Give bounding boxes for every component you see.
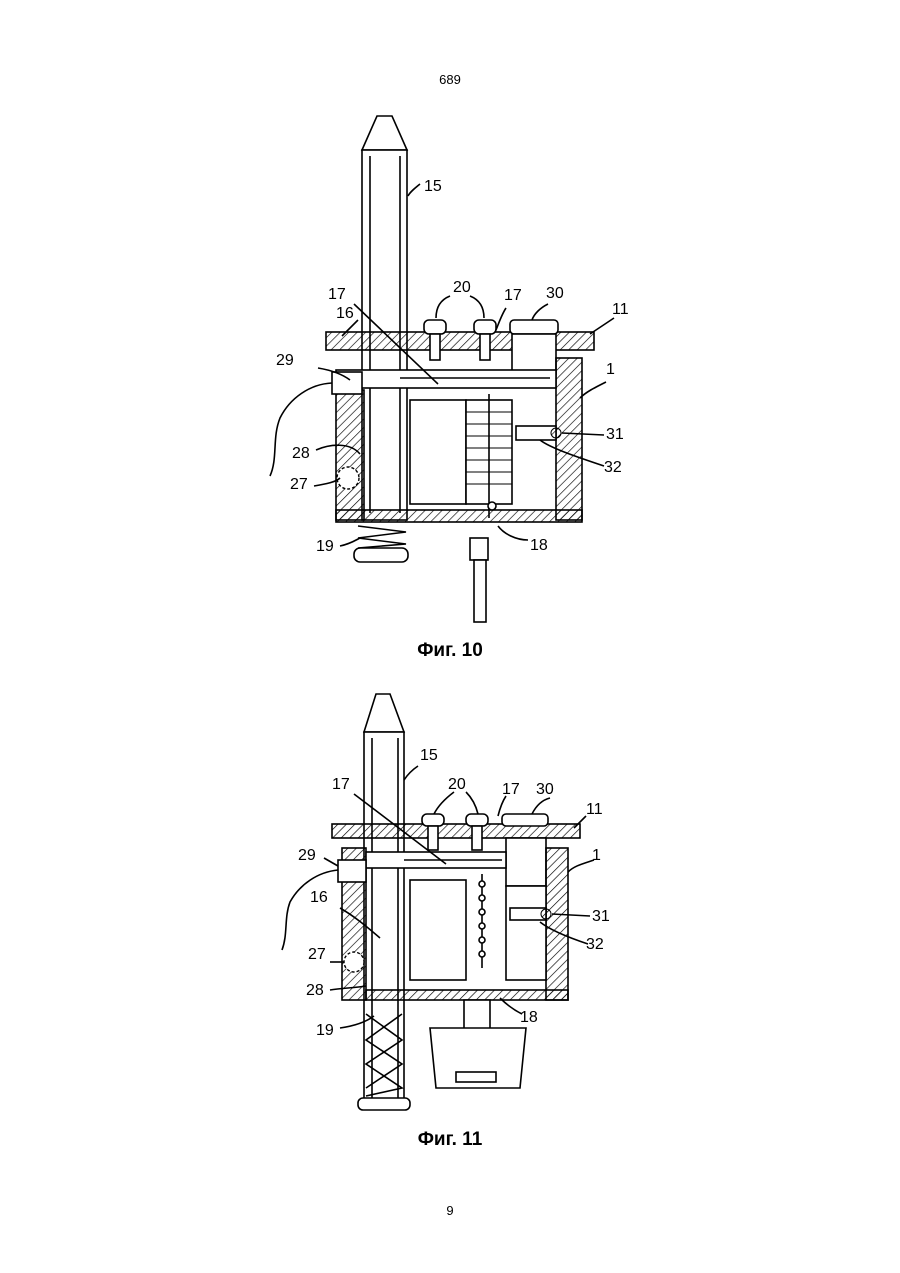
- housing-bottom: [366, 990, 568, 1000]
- button-30: [502, 814, 548, 826]
- side-module: [506, 886, 546, 980]
- battery-compartment: [410, 880, 466, 980]
- label-32: 32: [604, 459, 622, 476]
- figure-11-drawing: 15 20 17 17 30 11 29 1 16 31 32 27 28 19…: [270, 688, 650, 1124]
- rod-tip: [364, 694, 404, 732]
- label-19: 19: [316, 1022, 334, 1039]
- label-11: 11: [586, 801, 603, 818]
- figure-10-caption: Фиг. 10: [0, 640, 900, 662]
- channel-17: [336, 370, 556, 388]
- bolt-20-b-shank: [480, 334, 490, 360]
- page-number-footer: 9: [0, 1203, 900, 1218]
- label-27: 27: [308, 946, 326, 963]
- tool-holder-18: [470, 538, 488, 560]
- page-number-header: 689: [0, 72, 900, 87]
- label-17-left: 17: [332, 776, 350, 793]
- label-18: 18: [530, 537, 548, 554]
- housing-right-wall: [546, 848, 568, 1000]
- label-11: 11: [612, 301, 629, 318]
- bolt-20-a: [424, 320, 446, 334]
- label-20: 20: [453, 279, 471, 296]
- figure-11-caption: Фиг. 11: [0, 1129, 900, 1151]
- label-31: 31: [592, 908, 610, 925]
- figure-10-drawing: 15 20 17 17 30 11 16 29 1 31 32 28 27 19…: [250, 108, 650, 640]
- chain: [479, 874, 485, 968]
- bolt-20-b-shank: [472, 826, 482, 850]
- label-18: 18: [520, 1009, 538, 1026]
- label-19: 19: [316, 538, 334, 555]
- rod-end-cap: [354, 548, 408, 562]
- bolt-20-a-shank: [430, 334, 440, 360]
- label-29: 29: [298, 847, 316, 864]
- label-16: 16: [336, 305, 354, 322]
- label-27: 27: [290, 476, 308, 493]
- cable: [282, 870, 338, 950]
- bolt-20-a: [422, 814, 444, 826]
- button-30: [510, 320, 558, 334]
- gear-27: [344, 952, 364, 972]
- sensor-31: [516, 426, 556, 440]
- label-28: 28: [306, 982, 324, 999]
- connector-29: [338, 860, 366, 882]
- battery-compartment: [410, 400, 466, 504]
- cable: [270, 383, 332, 476]
- label-28: 28: [292, 445, 310, 462]
- tool-blade: [474, 560, 486, 622]
- figure-11-svg: 15 20 17 17 30 11 29 1 16 31 32 27 28 19…: [270, 688, 650, 1124]
- housing-right-wall: [556, 358, 582, 520]
- tool-slot: [456, 1072, 496, 1082]
- button-30-stem: [512, 334, 556, 374]
- figure-10-svg: 15 20 17 17 30 11 16 29 1 31 32 28 27 19…: [250, 108, 650, 640]
- label-29: 29: [276, 352, 294, 369]
- label-20: 20: [448, 776, 466, 793]
- label-30: 30: [546, 285, 564, 302]
- label-17-right: 17: [504, 287, 522, 304]
- bolt-20-b: [474, 320, 496, 334]
- housing-left-wall: [336, 390, 364, 520]
- rod-end-cap: [358, 1098, 410, 1110]
- label-15: 15: [424, 178, 442, 195]
- rod-tip: [362, 116, 407, 150]
- bolt-20-b: [466, 814, 488, 826]
- label-1: 1: [606, 361, 615, 378]
- bolt-20-a-shank: [428, 826, 438, 850]
- gear-27: [337, 467, 359, 489]
- label-15: 15: [420, 747, 438, 764]
- label-1: 1: [592, 847, 601, 864]
- label-32: 32: [586, 936, 604, 953]
- label-31: 31: [606, 426, 624, 443]
- gear-stack: [466, 394, 512, 518]
- label-17-left: 17: [328, 286, 346, 303]
- label-16: 16: [310, 889, 328, 906]
- housing-bottom: [336, 510, 582, 522]
- spring-19: [358, 526, 406, 548]
- label-17-right: 17: [502, 781, 520, 798]
- connector-29: [332, 372, 362, 394]
- label-30: 30: [536, 781, 554, 798]
- button-30-stem: [506, 838, 546, 886]
